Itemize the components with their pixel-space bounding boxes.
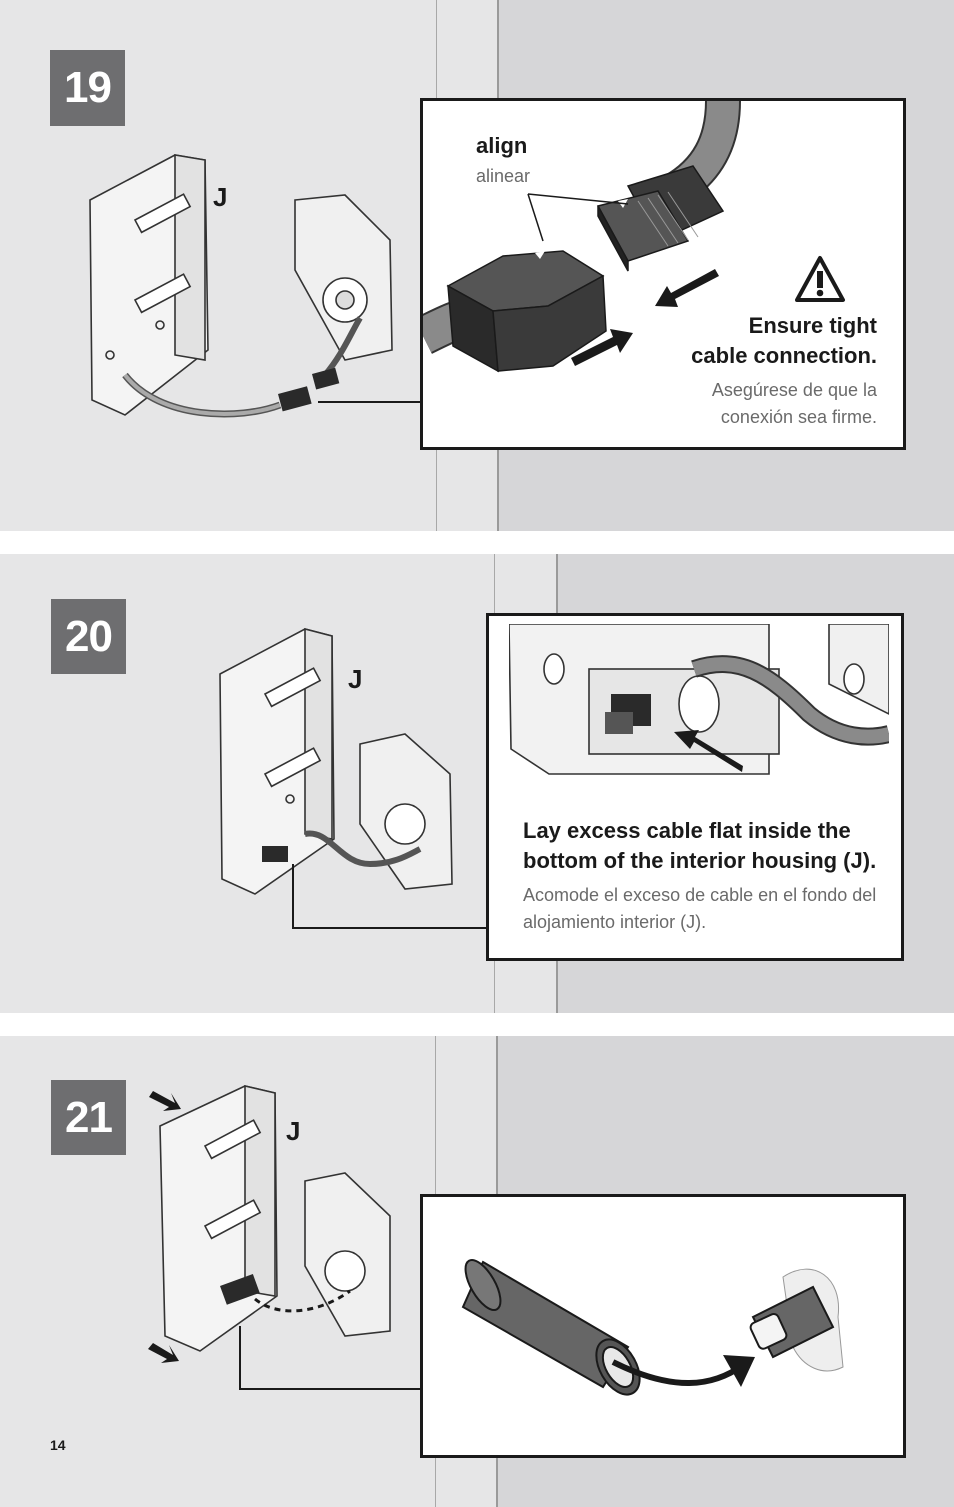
interior-housing-illustration	[219, 627, 453, 895]
align-label: align	[476, 133, 528, 158]
cable-placement-illustration	[509, 624, 889, 775]
part-label-j: J	[286, 1116, 301, 1146]
step-number: 21	[51, 1080, 126, 1155]
step-20-callout: Lay excess cable flat inside the bottom …	[486, 613, 904, 961]
step-number: 19	[50, 50, 125, 126]
callout-leader-line	[292, 864, 294, 929]
callout-title: Lay excess cable flat inside the bottom …	[523, 818, 877, 873]
align-label-es: alinear	[476, 166, 531, 186]
callout-leader-line	[239, 1326, 241, 1390]
push-arrow-icon	[571, 269, 719, 366]
step-20-panel: 20 J	[0, 554, 954, 1013]
connector-alignment-illustration	[423, 101, 845, 373]
callout-leader-line	[318, 401, 422, 403]
push-arrow-icon	[149, 1091, 181, 1111]
push-arrow-icon	[148, 1343, 179, 1363]
page-number: 14	[50, 1437, 66, 1453]
interior-housing-illustration	[89, 154, 393, 418]
callout-title: Ensure tight cable connection.	[691, 313, 877, 368]
step-21-callout	[420, 1194, 906, 1458]
cable-sleeve-illustration	[461, 1259, 844, 1396]
warning-triangle-icon	[795, 256, 845, 302]
step-21-panel: 21 J	[0, 1036, 954, 1507]
interior-housing-illustration	[148, 1084, 391, 1363]
callout-description: Acomode el exceso de cable en el fondo d…	[523, 885, 877, 932]
step-number: 20	[51, 599, 126, 674]
part-label-j: J	[348, 664, 363, 694]
part-label-j: J	[213, 182, 228, 212]
step-19-panel: 19 J	[0, 0, 954, 531]
callout-description: Asegúrese de que la conexión sea firme.	[711, 380, 877, 427]
push-arrow-icon	[674, 730, 743, 772]
step-19-callout: align alinear Ensure tight cable connect…	[420, 98, 906, 450]
rotate-arrow-icon	[611, 1359, 745, 1386]
